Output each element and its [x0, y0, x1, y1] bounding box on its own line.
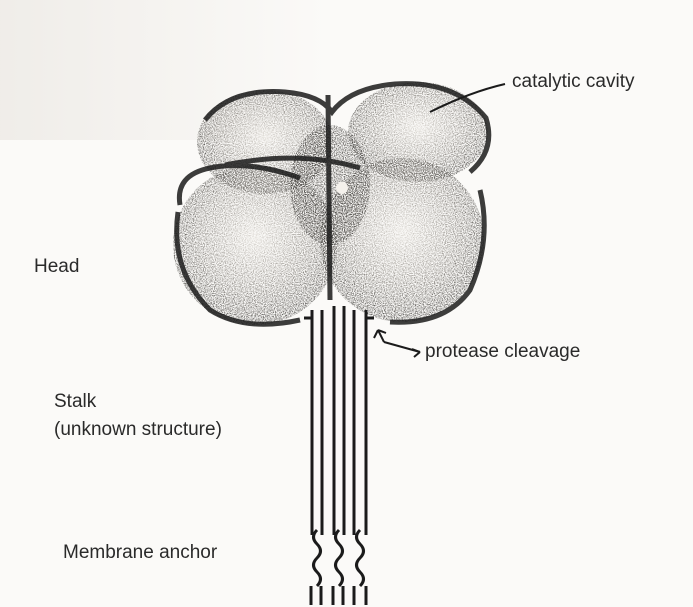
protease-cleavage-label: protease cleavage [425, 340, 580, 364]
catalytic-cavity-label: catalytic cavity [512, 70, 634, 94]
stalk-strands [304, 306, 374, 535]
membrane-anchor-label: Membrane anchor [63, 541, 217, 565]
double-arrow-icon [374, 330, 420, 357]
head-label: Head [34, 255, 79, 279]
head-lobes [173, 82, 489, 325]
cavity-spot [336, 182, 348, 194]
membrane-anchor-helices [311, 530, 366, 605]
stalk-label: Stalk [54, 390, 96, 414]
stalk-note-label: (unknown structure) [54, 418, 222, 442]
